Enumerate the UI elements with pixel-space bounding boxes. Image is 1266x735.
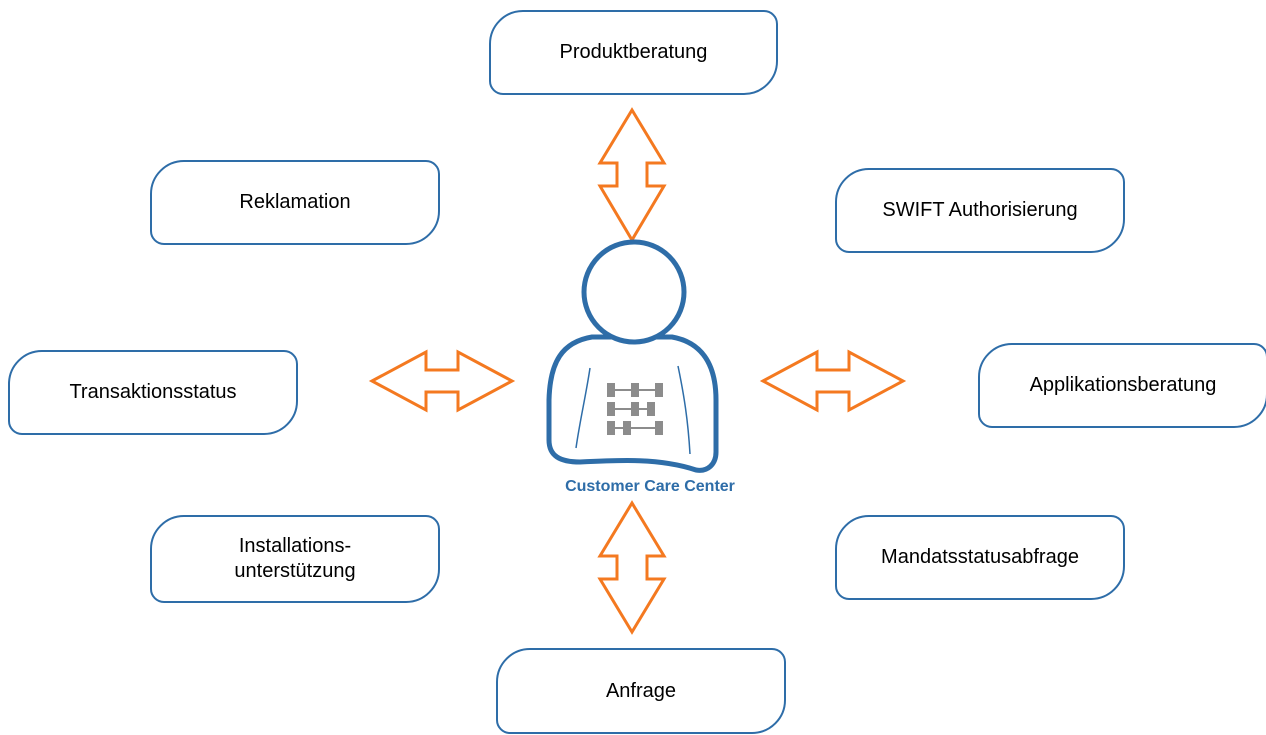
- node-label: Produktberatung: [559, 41, 708, 63]
- logo-mark-icon: [607, 383, 663, 435]
- node-label: Mandatsstatusabfrage: [881, 546, 1079, 568]
- node-label: Applikationsberatung: [1029, 374, 1217, 396]
- node-swift-authorisierung: SWIFT Authorisierung: [835, 168, 1125, 253]
- arrow-left: [368, 349, 516, 413]
- center-caption: Customer Care Center: [565, 478, 735, 495]
- node-label-group: Installations- unterstützung: [234, 534, 355, 584]
- node-installationsunterstuetzung: Installations- unterstützung: [150, 515, 440, 603]
- node-anfrage: Anfrage: [496, 648, 786, 734]
- arrow-up: [597, 107, 667, 243]
- node-label-line2: unterstützung: [234, 560, 356, 582]
- node-transaktionsstatus: Transaktionsstatus: [8, 350, 298, 435]
- node-reklamation: Reklamation: [150, 160, 440, 245]
- node-label: Reklamation: [239, 191, 351, 213]
- node-mandatsstatusabfrage: Mandatsstatusabfrage: [835, 515, 1125, 600]
- node-label-line1: Installations-: [238, 535, 352, 557]
- node-applikationsberatung: Applikationsberatung: [978, 343, 1266, 428]
- node-produktberatung: Produktberatung: [489, 10, 778, 95]
- node-label: SWIFT Authorisierung: [882, 199, 1078, 221]
- arrow-down: [597, 500, 667, 635]
- arrow-right: [759, 349, 907, 413]
- node-label: Anfrage: [605, 679, 677, 702]
- node-label: Transaktionsstatus: [69, 381, 237, 403]
- customer-person-icon: [546, 239, 719, 473]
